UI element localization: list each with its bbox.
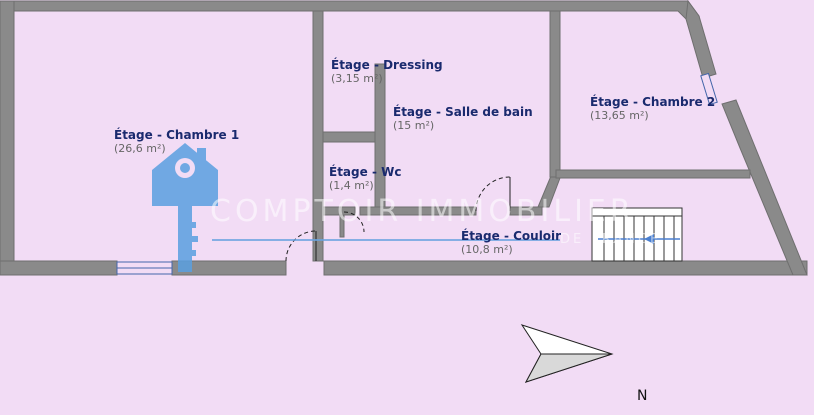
- room-area: (26,6 m²): [114, 141, 166, 155]
- wall-top: [0, 0, 700, 20]
- staircase: [591, 207, 683, 262]
- room-name: Étage - Chambre 1: [114, 128, 240, 142]
- room-area: (10,8 m²): [461, 242, 513, 256]
- wall-left: [0, 0, 15, 276]
- door-corridor-bottom: [285, 230, 317, 262]
- watermark-subtext: DE FRANCE: [560, 232, 662, 247]
- wall-wc-bottom: [322, 206, 356, 216]
- windows: [116, 72, 718, 275]
- room-area: (1,4 m²): [329, 178, 374, 192]
- room-name: Étage - Dressing: [331, 58, 443, 72]
- wall-dressing-bottom: [322, 131, 376, 143]
- watermark-text: COMPTOIR IMMOBILIER: [210, 194, 635, 229]
- wall-chambre2-bottom: [555, 169, 751, 179]
- door-wc: [343, 211, 365, 233]
- wall-right-upper: [685, 0, 717, 79]
- room-chambre-2: Étage - Chambre 2 (13,65 m²): [590, 95, 716, 122]
- wall-right-lower: [721, 99, 808, 276]
- stair-arrow-icon: [644, 234, 654, 244]
- room-name: Étage - Couloir: [461, 229, 562, 243]
- room-name: Étage - Chambre 2: [590, 95, 716, 109]
- room-salle-de-bain: Étage - Salle de bain (15 m²): [393, 105, 533, 132]
- wall-bathroom-right: [549, 10, 561, 178]
- room-area: (13,65 m²): [590, 108, 649, 122]
- room-area: (3,15 m²): [331, 71, 383, 85]
- room-name: Étage - Wc: [329, 165, 402, 179]
- compass-north-label: N: [637, 388, 648, 404]
- wall-bottom-right: [323, 260, 808, 276]
- key-logo-icon: [152, 143, 218, 272]
- room-chambre-1: Étage - Chambre 1 (26,6 m²): [114, 128, 240, 155]
- compass-arrow-icon: [520, 324, 614, 383]
- room-area: (15 m²): [393, 118, 435, 132]
- walls: [0, 0, 808, 276]
- window-right: [700, 72, 718, 106]
- room-wc: Étage - Wc (1,4 m²): [329, 165, 402, 192]
- wall-wc-stub: [339, 214, 345, 238]
- room-name: Étage - Salle de bain: [393, 105, 533, 119]
- wall-bottom-left: [0, 260, 118, 276]
- room-dressing: Étage - Dressing (3,15 m²): [331, 58, 443, 85]
- room-couloir: Étage - Couloir (10,8 m²): [461, 229, 562, 256]
